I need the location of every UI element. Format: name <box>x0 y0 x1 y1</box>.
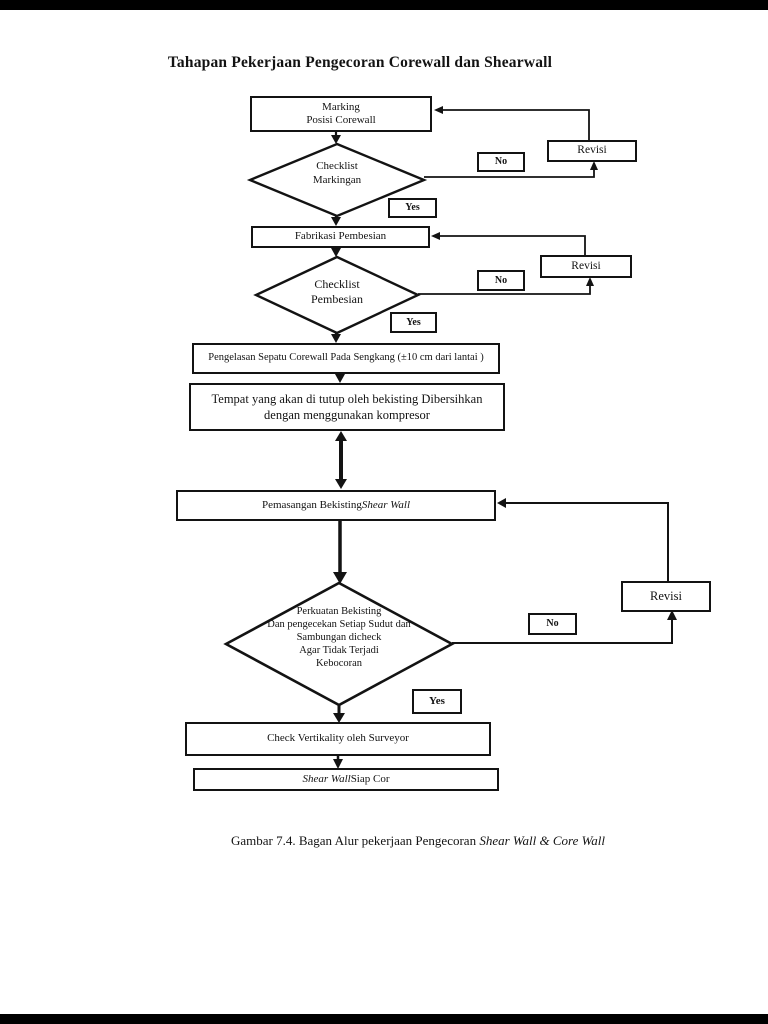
figure-caption: Gambar 7.4. Bagan Alur pekerjaan Pengeco… <box>218 833 618 849</box>
arrow-checklist2-to-pengelasan <box>331 332 341 343</box>
diamond-perkuatan-bekisting <box>223 581 455 707</box>
node-pemasangan-italic: Shear Wall <box>361 498 411 511</box>
node-tempat-dibersihkan: Tempat yang akan di tutup oleh bekisting… <box>189 383 505 431</box>
feedback-line-revisi-3 <box>497 498 669 581</box>
label-no-3: No <box>528 613 577 635</box>
arrow-perkuatan-to-check <box>333 704 345 723</box>
page-title: Tahapan Pekerjaan Pengecoran Corewall da… <box>167 54 553 71</box>
node-pemasangan-bekisting: Pemasangan Bekisting Shear Wall <box>176 490 496 521</box>
label-yes-2: Yes <box>390 312 437 333</box>
top-letterbox-bar <box>0 0 768 10</box>
node-siapcor-text: Siap Cor <box>350 772 390 785</box>
double-arrow-tempat-to-pemasangan <box>335 431 347 489</box>
node-shear-wall-siap-cor: Shear Wall Siap Cor <box>193 768 499 791</box>
arrow-checklist1-to-fabrikasi <box>331 215 341 226</box>
node-pemasangan-text: Pemasangan Bekisting <box>261 498 362 511</box>
figure-caption-italic: Shear Wall & Core Wall <box>479 833 606 848</box>
arrow-check-to-siapcor <box>333 754 343 769</box>
label-revisi-2: Revisi <box>540 255 632 278</box>
label-no-1: No <box>477 152 525 172</box>
arrow-marking-to-checklist <box>331 130 341 144</box>
arrow-pemasangan-to-perkuatan <box>333 520 347 584</box>
bottom-letterbox-bar <box>0 1014 768 1024</box>
label-yes-3: Yes <box>412 689 462 714</box>
node-siapcor-italic: Shear Wall <box>302 772 351 785</box>
label-revisi-1: Revisi <box>547 140 637 162</box>
feedback-line-revisi-1 <box>434 106 590 140</box>
node-check-vertikality: Check Vertikality oleh Surveyor <box>185 722 491 756</box>
label-no-2: No <box>477 270 525 291</box>
figure-caption-text: Gambar 7.4. Bagan Alur pekerjaan Pengeco… <box>230 833 480 848</box>
node-fabrikasi-pembesian: Fabrikasi Pembesian <box>251 226 430 248</box>
label-revisi-3: Revisi <box>621 581 711 612</box>
node-marking-posisi-corewall: Marking Posisi Corewall <box>250 96 432 132</box>
node-pengelasan-sepatu: Pengelasan Sepatu Corewall Pada Sengkang… <box>192 343 500 374</box>
no-line-3 <box>452 610 677 644</box>
no-line-1 <box>424 161 598 178</box>
label-yes-1: Yes <box>388 198 437 218</box>
no-line-2 <box>418 277 594 295</box>
feedback-line-revisi-2 <box>431 232 586 255</box>
